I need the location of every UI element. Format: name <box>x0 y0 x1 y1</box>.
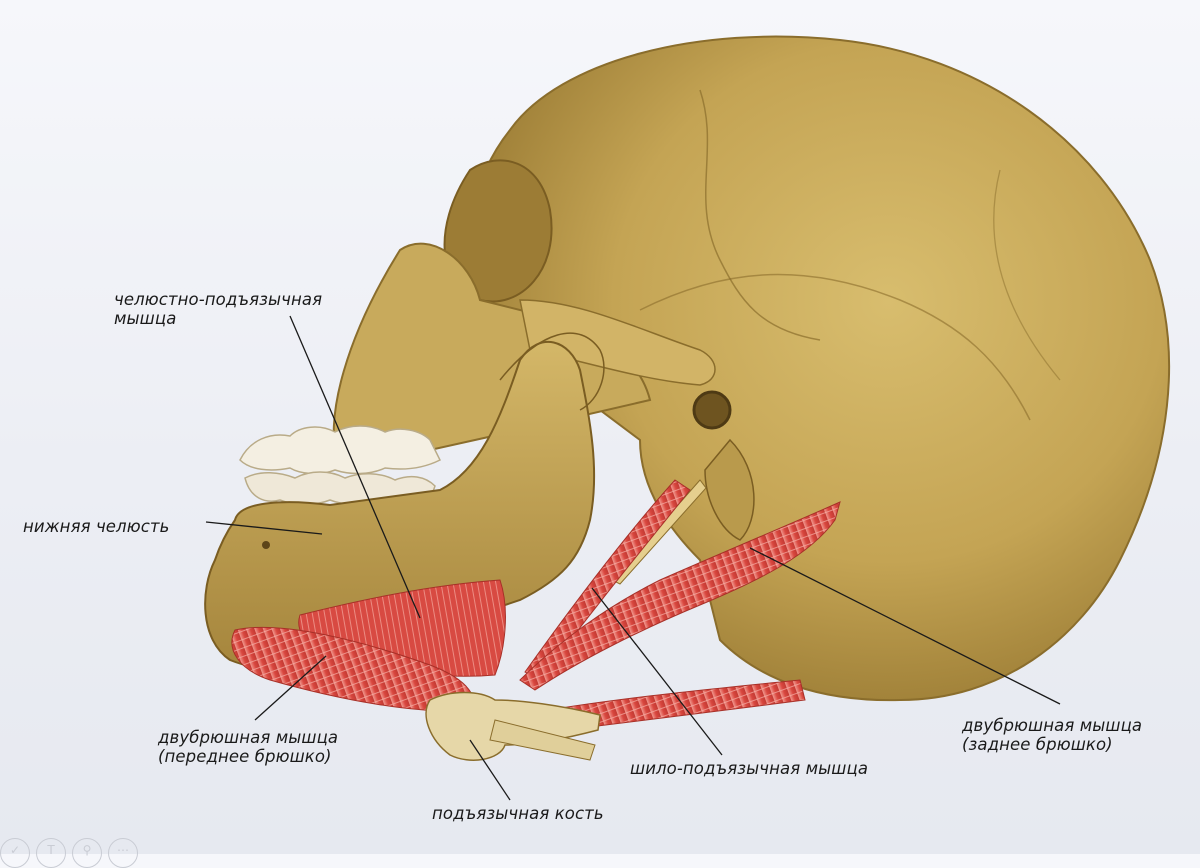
orbit <box>443 159 553 303</box>
digastric-posterior-belly <box>519 501 841 691</box>
footer-toolbar: ✓ T ⚲ ⋯ <box>0 838 138 868</box>
stylohyoid-muscle <box>524 479 691 681</box>
zygomatic-arch <box>519 299 716 386</box>
lambdoid-suture <box>993 169 1061 381</box>
label-stylohyoid: шило-подъязычная мышца <box>630 759 869 778</box>
label-mylohyoid: челюстно-подъязычная мышца <box>114 290 323 328</box>
leader-lines <box>205 315 1061 801</box>
leader-mylohyoid <box>289 315 421 619</box>
squamous-suture <box>639 273 1031 421</box>
coronoid-process <box>499 332 605 411</box>
leader-hyoid <box>469 739 511 801</box>
label-digastric-anterior: двубрюшная мышца (переднее брюшко) <box>158 728 339 766</box>
leader-digastric-posterior <box>749 547 1061 705</box>
external-auditory-meatus <box>692 390 732 430</box>
label-digastric-posterior: двубрюшная мышца (заднее брюшко) <box>962 716 1143 754</box>
leader-mandible <box>205 521 323 535</box>
leader-stylohyoid <box>591 587 723 756</box>
more-icon[interactable]: ⋯ <box>108 838 138 868</box>
search-icon[interactable]: ⚲ <box>72 838 102 868</box>
mastoid-process <box>704 438 755 541</box>
hyoid-greater-horn <box>489 719 596 761</box>
label-mandible: нижняя челюсть <box>23 517 170 536</box>
leader-digastric-anterior <box>254 655 327 721</box>
coronal-suture <box>699 89 821 341</box>
text-icon[interactable]: T <box>36 838 66 868</box>
share-icon[interactable]: ✓ <box>0 838 30 868</box>
label-hyoid-bone: подъязычная кость <box>432 804 604 823</box>
mental-foramen <box>262 541 270 549</box>
upper-teeth <box>239 425 442 475</box>
